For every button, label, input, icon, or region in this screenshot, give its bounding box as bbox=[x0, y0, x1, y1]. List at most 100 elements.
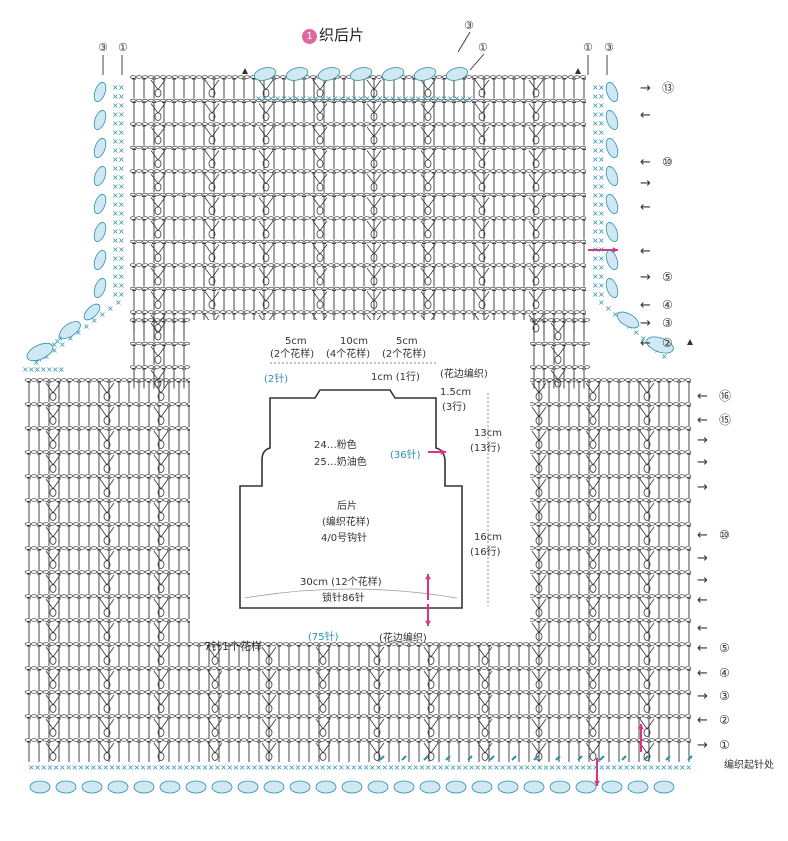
chain-stitch bbox=[31, 666, 37, 670]
chain-stitch bbox=[265, 642, 271, 646]
chain-stitch bbox=[595, 474, 601, 478]
chain-stitch bbox=[409, 642, 415, 646]
chain-stitch bbox=[445, 714, 451, 718]
chain-stitch bbox=[73, 594, 79, 598]
chain-stitch bbox=[49, 378, 55, 382]
chain-stitch bbox=[196, 169, 202, 173]
chain-stitch bbox=[430, 286, 436, 291]
chain-stitch bbox=[166, 145, 172, 150]
chain-stitch bbox=[220, 169, 226, 173]
chain-stitch bbox=[274, 122, 280, 126]
chain-stitch bbox=[103, 426, 109, 430]
chain-stitch bbox=[391, 690, 397, 694]
chain-stitch bbox=[274, 98, 280, 103]
puff-stitch bbox=[265, 704, 273, 713]
chain-stitch bbox=[580, 216, 586, 220]
chain-stitch bbox=[121, 378, 127, 382]
v-stitch bbox=[312, 173, 328, 185]
chain-stitch bbox=[109, 402, 115, 406]
chain-stitch bbox=[154, 122, 160, 126]
chain-stitch bbox=[394, 239, 400, 244]
chain-stitch bbox=[31, 522, 37, 526]
chain-stitch bbox=[643, 426, 649, 430]
chain-stitch bbox=[643, 378, 649, 382]
chain-stitch bbox=[61, 594, 67, 598]
puff-stitch bbox=[49, 560, 57, 569]
chain-stitch bbox=[478, 122, 484, 126]
chain-stitch bbox=[484, 310, 490, 314]
chain-stitch bbox=[448, 145, 454, 150]
chain-stitch bbox=[553, 642, 559, 646]
chain-stitch bbox=[31, 570, 37, 574]
chain-stitch bbox=[346, 263, 352, 267]
chain-stitch bbox=[244, 145, 250, 150]
chain-stitch bbox=[136, 263, 142, 267]
chain-stitch bbox=[127, 642, 133, 646]
chain-stitch bbox=[502, 169, 508, 173]
chain-stitch bbox=[37, 378, 43, 382]
chain-stitch bbox=[589, 570, 595, 574]
puff-stitch bbox=[208, 135, 216, 145]
chain-stitch bbox=[211, 714, 217, 718]
chain-stitch bbox=[208, 263, 214, 267]
chain-stitch bbox=[25, 402, 31, 406]
chain-stitch bbox=[574, 75, 580, 79]
chain-stitch bbox=[238, 192, 244, 197]
chain-stitch bbox=[547, 570, 553, 574]
chain-stitch bbox=[232, 145, 238, 150]
chain-stitch bbox=[238, 98, 244, 103]
chain-stitch bbox=[526, 263, 532, 267]
chain-stitch bbox=[136, 75, 142, 79]
chain-stitch bbox=[541, 474, 547, 478]
chain-stitch bbox=[337, 714, 343, 718]
chain-stitch bbox=[478, 239, 484, 244]
puff-stitch bbox=[478, 206, 486, 215]
chain-stitch bbox=[280, 169, 286, 173]
chain-stitch bbox=[190, 286, 196, 291]
chain-stitch bbox=[211, 666, 217, 670]
chain-stitch bbox=[286, 145, 292, 150]
chain-stitch bbox=[571, 402, 577, 406]
chain-stitch bbox=[259, 714, 265, 718]
chain-stitch bbox=[532, 216, 538, 220]
chain-stitch bbox=[31, 546, 37, 550]
chain-stitch bbox=[553, 498, 559, 502]
chain-stitch bbox=[169, 690, 175, 694]
v-stitch bbox=[153, 478, 169, 490]
chain-stitch bbox=[667, 546, 673, 550]
chain-stitch bbox=[361, 666, 367, 670]
chain-stitch bbox=[340, 239, 346, 244]
chain-stitch bbox=[637, 690, 643, 694]
v-stitch bbox=[207, 694, 223, 706]
chain-stitch bbox=[583, 690, 589, 694]
chain-stitch bbox=[643, 498, 649, 502]
chain-stitch bbox=[400, 310, 406, 314]
chain-stitch bbox=[208, 286, 214, 291]
chain-stitch bbox=[394, 145, 400, 150]
chain-stitch bbox=[244, 239, 250, 244]
puff-stitch bbox=[262, 112, 270, 121]
chain-stitch bbox=[637, 546, 643, 550]
chain-stitch bbox=[43, 642, 49, 646]
chain-stitch bbox=[520, 192, 526, 197]
chain-stitch bbox=[55, 498, 61, 502]
chain-stitch bbox=[472, 122, 478, 126]
chain-stitch bbox=[460, 286, 466, 291]
chain-stitch bbox=[259, 642, 265, 646]
chain-stitch bbox=[559, 618, 565, 622]
chain-stitch bbox=[91, 474, 97, 478]
chain-stitch bbox=[439, 642, 445, 646]
puff-stitch bbox=[589, 656, 597, 665]
chain-stitch bbox=[466, 286, 472, 291]
chain-stitch bbox=[292, 239, 298, 244]
chain-stitch bbox=[415, 690, 421, 694]
chain-stitch bbox=[37, 426, 43, 430]
chain-stitch bbox=[613, 570, 619, 574]
chain-stitch bbox=[370, 239, 376, 244]
v-stitch bbox=[45, 406, 61, 418]
chain-stitch bbox=[577, 666, 583, 670]
chain-stitch bbox=[61, 642, 67, 646]
chain-stitch bbox=[145, 498, 151, 502]
chain-stitch bbox=[151, 498, 157, 502]
chain-stitch bbox=[583, 642, 589, 646]
